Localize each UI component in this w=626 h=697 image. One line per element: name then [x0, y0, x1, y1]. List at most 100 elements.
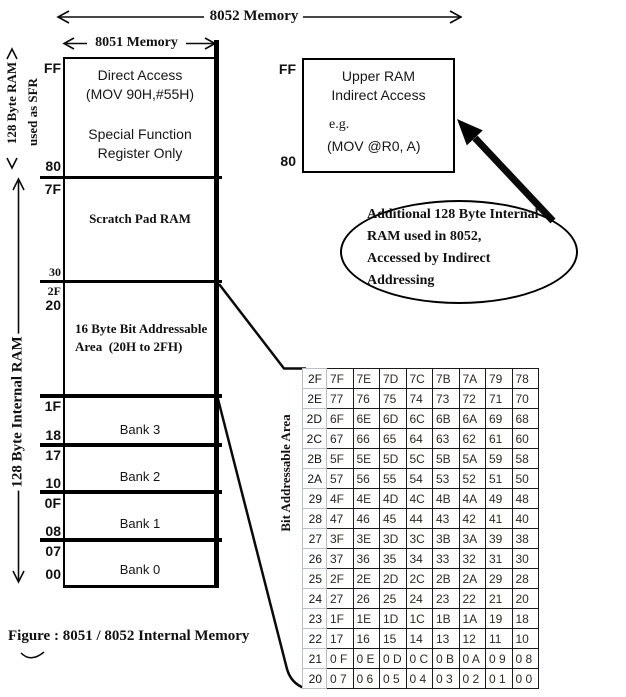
bit-cell: 4C	[405, 488, 433, 509]
bit-cell: 0 3	[432, 668, 460, 689]
bit-cell: 4E	[352, 488, 380, 509]
bit-cell: 0 D	[379, 648, 407, 669]
bit-cell: 76	[352, 388, 380, 409]
bit-cell: 30	[511, 548, 539, 569]
bit-cell: 3C	[405, 528, 433, 549]
callout-line-1: Additional 128 Byte Internal	[367, 207, 539, 222]
bit-cell: 65	[379, 428, 407, 449]
addr-7f: 7F	[44, 181, 61, 197]
bit-cell: 0 B	[432, 648, 460, 669]
bit-cell: 15	[379, 628, 407, 649]
bit-cell: 5A	[458, 448, 486, 469]
addr-08: 08	[45, 523, 61, 539]
bit-area-line-1: 16 Byte Bit Addressable	[75, 321, 208, 336]
bit-cell: 59	[485, 448, 513, 469]
bit-cell: 6C	[405, 408, 433, 429]
bit-cell: 38	[511, 528, 539, 549]
bit-row-address: 23	[302, 608, 327, 629]
bit-cell: 41	[485, 508, 513, 529]
bit-cell: 1D	[379, 608, 407, 629]
label-8051-memory: 8051 Memory	[95, 35, 178, 50]
bit-cell: 6B	[432, 408, 460, 429]
bit-cell: 40	[511, 508, 539, 529]
figure-caption: Figure : 8051 / 8052 Internal Memory	[8, 628, 250, 644]
callout-line-3: Accessed by Indirect	[367, 251, 491, 266]
bit-row-address: 25	[302, 568, 327, 589]
bit-cell: 48	[511, 488, 539, 509]
label-sfr-ram-range: 128 Byte RAM	[4, 61, 19, 145]
bit-area-line-2: Area (20H to 2FH)	[75, 339, 183, 354]
sfr-range-down-chevron	[6, 157, 18, 170]
bit-cell: 21	[485, 588, 513, 609]
bit-cell: 12	[458, 628, 486, 649]
bit-cell: 5E	[352, 448, 380, 469]
bit-cell: 3D	[379, 528, 407, 549]
label-internal-ram-range: 128 Byte Internal RAM	[9, 333, 27, 491]
bit-cell: 0 2	[458, 668, 486, 689]
connector-top	[218, 283, 306, 370]
bit-cell: 0 E	[352, 648, 380, 669]
bit-cell: 43	[432, 508, 460, 529]
bit-row-address: 29	[302, 488, 327, 509]
callout-ellipse-outline	[340, 200, 578, 304]
bit-cell: 2D	[379, 568, 407, 589]
upper-ram-line-1: Upper RAM	[341, 68, 416, 84]
addr-80: 80	[45, 158, 61, 174]
bit-cell: 7F	[326, 368, 354, 389]
bit-cell: 11	[485, 628, 513, 649]
callout-line-2: RAM used in 8052,	[367, 229, 482, 244]
bit-cell: 0 6	[352, 668, 380, 689]
internal-ram-down-head	[12, 570, 25, 584]
bit-cell: 57	[326, 468, 354, 489]
label-8052-memory: 8052 Memory	[209, 8, 299, 24]
addr-30: 30	[49, 265, 61, 279]
addr-00: 00	[45, 566, 61, 582]
bit-cell: 0 0	[511, 668, 539, 689]
bit-cell: 2C	[405, 568, 433, 589]
bit-cell: 47	[326, 508, 354, 529]
boundary-80-7f	[40, 176, 222, 179]
bit-cell: 72	[458, 388, 486, 409]
addr-ff: FF	[43, 60, 61, 76]
addr-0f: 0F	[44, 495, 61, 511]
bit-cell: 7D	[379, 368, 407, 389]
internal-memory-box	[63, 57, 219, 588]
caption-squiggle	[20, 651, 45, 659]
bit-cell: 51	[485, 468, 513, 489]
bit-row-address: 2D	[302, 408, 327, 429]
callout-line-4: Addressing	[367, 273, 435, 288]
bit-row-address: 2A	[302, 468, 327, 489]
bit-cell: 13	[432, 628, 460, 649]
bit-cell: 1C	[405, 608, 433, 629]
addr-18: 18	[45, 427, 61, 443]
indirect-pointer-arrow-shaft	[472, 135, 556, 224]
bit-cell: 7A	[458, 368, 486, 389]
bit-row-address: 2F	[302, 368, 327, 389]
bit-row-address: 2E	[302, 388, 327, 409]
bit-cell: 56	[352, 468, 380, 489]
bit-cell: 1F	[326, 608, 354, 629]
bit-cell: 3E	[352, 528, 380, 549]
bit-cell: 73	[432, 388, 460, 409]
bit-cell: 70	[511, 388, 539, 409]
bit-cell: 52	[458, 468, 486, 489]
bit-cell: 78	[511, 368, 539, 389]
bit-cell: 1B	[432, 608, 460, 629]
bit-cell: 28	[511, 568, 539, 589]
bit-cell: 45	[379, 508, 407, 529]
bit-cell: 0 C	[405, 648, 433, 669]
upper-ram-mov: (MOV @R0, A)	[327, 138, 421, 154]
bit-cell: 5B	[432, 448, 460, 469]
bit-cell: 69	[485, 408, 513, 429]
bit-cell: 0 F	[326, 648, 354, 669]
bit-cell: 14	[405, 628, 433, 649]
bit-cell: 62	[458, 428, 486, 449]
